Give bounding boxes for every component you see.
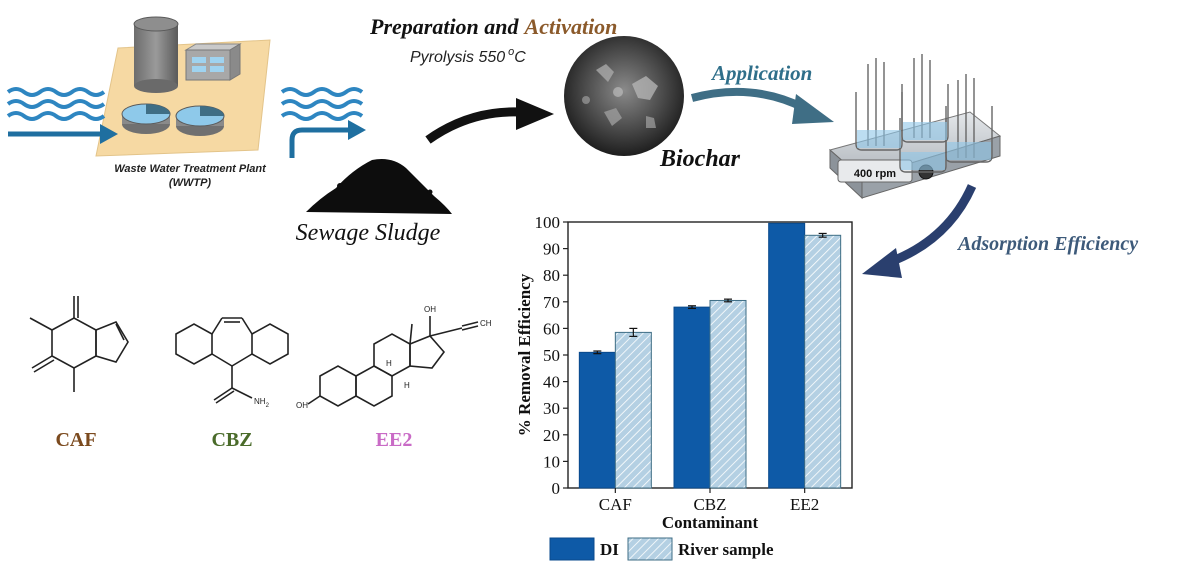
sludge-pile-icon	[306, 159, 452, 214]
removal-efficiency-chart: CAF CBZ EE2 0 10 20 30 40 50 60 70 80 90 100Contamina…	[515, 213, 853, 561]
y-tick-label: 90	[543, 240, 560, 259]
legend-label-di: DI	[600, 540, 619, 559]
application-label: Application	[710, 61, 812, 85]
wwtp-label: Waste Water Treatment Plant	[114, 163, 267, 175]
bar-di-cbz	[673, 306, 711, 489]
legend-swatch-river-sample	[627, 537, 673, 561]
activation-word: Activation	[523, 14, 618, 39]
influent-wave-icon	[6, 87, 106, 121]
caffeine-structure	[29, 296, 129, 392]
oh-top-label: OH	[424, 305, 436, 314]
storage-tank-icon	[133, 16, 179, 93]
y-axis-title: % Removal Efficiency	[515, 273, 534, 436]
bar-di-caf	[578, 351, 616, 489]
bar-river-sample-cbz	[709, 299, 747, 489]
adsorption-arrow-icon	[862, 184, 977, 278]
influent-arrow-icon	[8, 124, 118, 144]
application-arrow-icon	[690, 87, 834, 124]
wwtp-illustration	[95, 16, 271, 157]
y-tick-label: 60	[543, 319, 560, 338]
y-tick-label: 40	[543, 373, 560, 392]
y-tick-label: 100	[535, 213, 561, 232]
stirrer-speed-label: 400 rpm	[854, 168, 896, 180]
pyrolysis-arrow-icon	[425, 98, 554, 144]
bar-river-sample-ee2	[804, 234, 842, 489]
legend-swatch-di	[549, 537, 595, 561]
carbamazepine-structure	[175, 317, 289, 404]
adsorption-label: Adsorption Efficiency	[956, 233, 1138, 255]
h-label-1: H	[386, 359, 392, 368]
y-tick-label: 70	[543, 293, 560, 312]
sludge-curve-arrow-icon	[289, 120, 366, 158]
biochar-sem-image	[564, 36, 684, 156]
wwtp-abbrev: (WWTP)	[169, 177, 211, 189]
wwtp-ground	[95, 39, 271, 157]
magnetic-stirrer-icon	[828, 54, 1002, 200]
caf-label: CAF	[55, 429, 96, 451]
y-tick-label: 0	[552, 479, 561, 498]
x-tick-label: CBZ	[693, 495, 726, 514]
bar-di-ee2	[768, 222, 806, 489]
oh-label: OH	[296, 401, 308, 410]
effluent-wave-icon	[280, 87, 364, 121]
sludge-label: Sewage Sludge	[296, 220, 441, 246]
ee2-label: EE2	[376, 429, 413, 451]
x-axis-title: Contaminant	[662, 513, 759, 532]
clarifier-icon	[175, 105, 225, 136]
legend-label-river-sample: River sample	[678, 540, 774, 559]
y-tick-label: 20	[543, 426, 560, 445]
ch-label: CH	[480, 319, 492, 328]
x-tick-label: CAF	[599, 495, 632, 514]
x-tick-label: EE2	[790, 495, 819, 514]
ethinylestradiol-structure	[307, 316, 479, 407]
h-label-2: H	[404, 381, 410, 390]
y-tick-label: 30	[543, 399, 560, 418]
y-tick-label: 50	[543, 346, 560, 365]
y-tick-label: 80	[543, 266, 560, 285]
y-tick-label: 10	[543, 452, 560, 471]
clarifier-icon	[121, 103, 171, 134]
nh2-label: NH2	[254, 397, 270, 409]
bar-river-sample-caf	[614, 331, 652, 489]
cbz-label: CBZ	[211, 429, 252, 451]
building-icon	[184, 43, 242, 81]
biochar-label: Biochar	[659, 146, 741, 172]
